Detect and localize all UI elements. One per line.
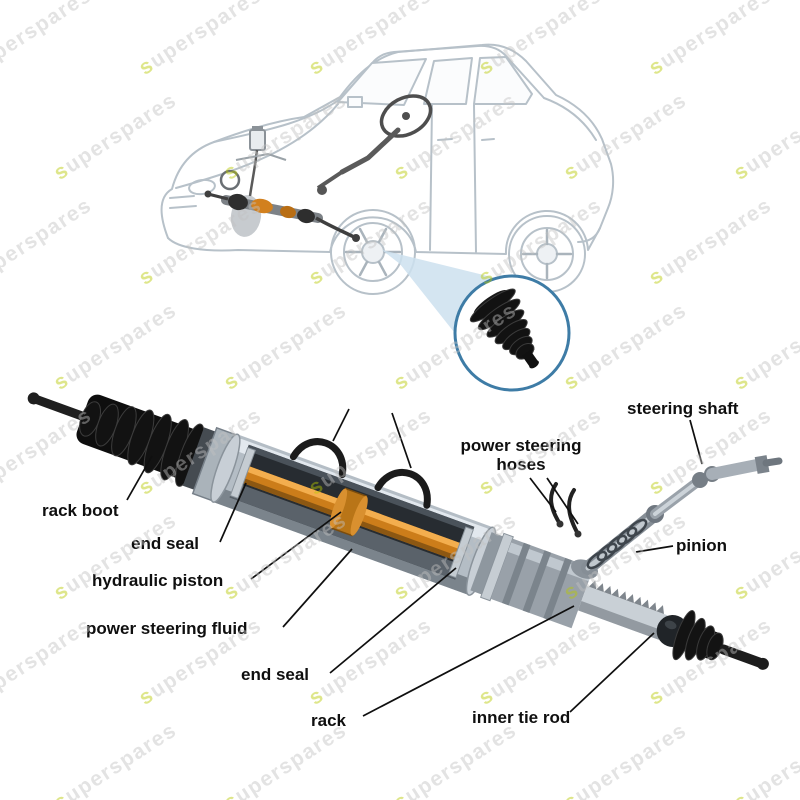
cutaway-interior <box>229 444 475 580</box>
side-mirror <box>347 96 363 108</box>
door-seams <box>429 104 477 253</box>
tie-rod-to-wheel <box>315 216 357 240</box>
leader-steering-shaft <box>689 419 703 465</box>
right-tie-rod <box>719 644 764 668</box>
collar-right <box>470 532 503 595</box>
boot-right-small <box>297 208 315 224</box>
car-illustration <box>160 43 615 295</box>
label-pinion: pinion <box>676 536 727 555</box>
front-wheel <box>330 209 416 295</box>
leader-inner-tie-rod <box>569 632 655 713</box>
piston-orange-left <box>251 198 273 214</box>
label-hydraulic-piston: hydraulic piston <box>92 571 224 590</box>
rear-deck-line <box>543 97 597 141</box>
label-steering-shaft: steering shaft <box>627 399 739 418</box>
end-seal-left-part <box>229 446 256 499</box>
reservoir-hose <box>248 149 259 197</box>
leader-end-seal-right <box>329 567 457 674</box>
hose-loops <box>289 438 431 509</box>
hydraulic-piston-part <box>329 487 368 537</box>
door-handles <box>437 138 495 141</box>
steering-shaft-assembly <box>581 455 783 575</box>
column-joint <box>317 185 327 195</box>
valve-housing <box>490 538 599 629</box>
left-tie-rod <box>33 395 86 421</box>
label-end-seal-right: end seal <box>241 665 310 684</box>
engine-bracket <box>235 152 287 161</box>
grille-lines <box>169 195 197 209</box>
rack-boot-right <box>672 610 724 661</box>
windshield <box>337 58 427 106</box>
label-rack: rack <box>311 711 346 730</box>
label-rack-boot: rack boot <box>42 501 119 520</box>
leader-rack <box>362 605 575 717</box>
leader-unlabeled-a <box>332 408 350 442</box>
piston-orange-right <box>280 205 296 219</box>
leader-hydraulic-piston <box>250 511 342 580</box>
steering-column <box>339 127 401 175</box>
leader-unlabeled-b <box>391 412 412 469</box>
leader-rack-boot <box>126 455 153 501</box>
valve-coil <box>586 518 648 570</box>
ball-highlight <box>664 620 677 630</box>
leader-end-seal-left <box>219 482 247 543</box>
pump-pulley <box>219 169 241 191</box>
rack-teeth <box>588 580 664 614</box>
right-tie-rod-tip <box>756 657 769 670</box>
headlight <box>188 178 216 196</box>
car-cabin-line <box>339 44 545 100</box>
car-lower-outline <box>167 209 601 255</box>
leader-hoses-a <box>529 477 557 513</box>
boot-clamp <box>182 427 216 490</box>
reservoir-cap <box>252 126 263 131</box>
callout <box>382 250 571 392</box>
label-end-seal-left: end seal <box>131 534 200 553</box>
rack-assembly <box>27 392 769 670</box>
car-steering-assembly <box>204 94 433 242</box>
front-side-window <box>423 57 473 105</box>
ring-right <box>479 532 514 602</box>
end-seal-right-part <box>447 526 474 579</box>
hood-crease <box>213 98 341 143</box>
boot-left-small <box>228 193 248 211</box>
rear-side-window <box>473 56 533 105</box>
rack-bar <box>578 580 668 640</box>
steering-wheel-hub <box>402 112 410 120</box>
label-power-steering-hoses: power steering hoses <box>460 436 582 474</box>
tie-rod-end-ball <box>352 234 360 242</box>
leader-lines <box>126 408 703 717</box>
label-power-steering-fluid: power steering fluid <box>86 619 248 638</box>
label-inner-tie-rod: inner tie rod <box>472 708 571 727</box>
steering-wheel <box>379 94 433 138</box>
leader-hoses-b <box>546 477 579 525</box>
leader-power-steering-fluid <box>282 548 353 628</box>
rack-boot-callout <box>469 288 539 369</box>
rack-boot-left <box>76 394 205 487</box>
fluid-reservoir <box>249 129 266 151</box>
left-tie-rod-tip <box>27 392 40 405</box>
leader-pinion <box>635 545 674 553</box>
tie-rod-far-ball <box>204 190 212 198</box>
